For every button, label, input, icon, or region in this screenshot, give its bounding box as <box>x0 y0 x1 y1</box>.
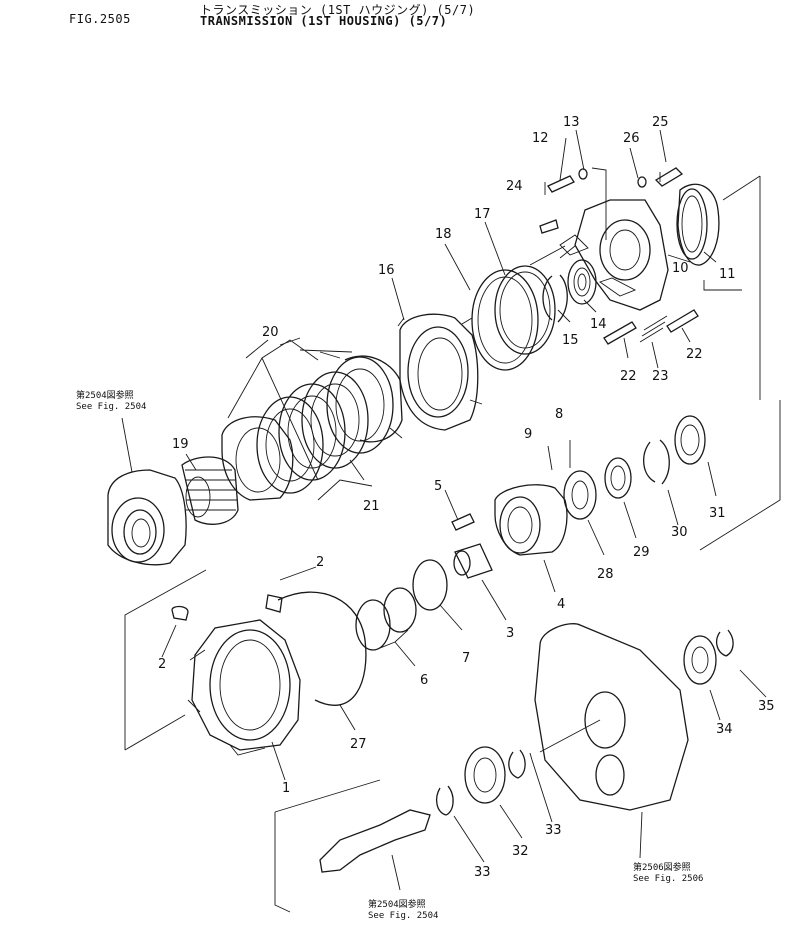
callout-22-left: 22 <box>620 369 637 384</box>
figure-number: FIG.2505 <box>69 12 131 26</box>
callout-32: 32 <box>512 844 529 859</box>
ref-2504-left-jp: 第2504図参照 <box>76 389 134 401</box>
callout-13: 13 <box>563 115 580 130</box>
callout-10: 10 <box>672 261 689 276</box>
callout-17: 17 <box>474 207 491 222</box>
ref-2504-left-en: See Fig. 2504 <box>76 402 146 412</box>
ref-2506-jp: 第2506図参照 <box>633 861 691 873</box>
part-16-piston <box>389 313 483 439</box>
callout-4: 4 <box>557 597 565 612</box>
part-5-plug <box>451 513 475 531</box>
part-10-cover <box>559 199 669 311</box>
callout-9: 9 <box>524 427 532 442</box>
callout-29: 29 <box>633 545 650 560</box>
part-17-18-seal-rings <box>471 265 556 371</box>
part-3-4-sleeve <box>453 484 568 579</box>
bearings-28-31 <box>563 415 706 520</box>
callout-23: 23 <box>652 369 669 384</box>
bolts-top <box>539 167 684 234</box>
callout-27: 27 <box>350 737 367 752</box>
part-6-7-27-seals <box>277 559 448 706</box>
leader-lines <box>121 129 781 913</box>
ref-2506-en: See Fig. 2506 <box>633 874 703 884</box>
figure-references: 第2504図参照 See Fig. 2504 第2506図参照 See Fig.… <box>76 389 703 921</box>
callout-26: 26 <box>623 131 640 146</box>
part-1-housing <box>171 594 301 756</box>
callout-20: 20 <box>262 325 279 340</box>
callout-25: 25 <box>652 115 669 130</box>
callout-14: 14 <box>590 317 607 332</box>
callout-21: 21 <box>363 499 380 514</box>
title-english: TRANSMISSION (1ST HOUSING) (5/7) <box>200 14 448 28</box>
callout-33-bottom: 33 <box>474 865 491 880</box>
callout-numbers: 1 2 2 3 4 5 6 7 8 9 10 11 12 13 14 15 16… <box>158 115 775 880</box>
part-14-15-bearing <box>542 259 597 323</box>
callout-16: 16 <box>378 263 395 278</box>
callout-11: 11 <box>719 267 736 282</box>
callout-3: 3 <box>506 626 514 641</box>
ref-2504-bottom-en: See Fig. 2504 <box>368 911 438 921</box>
callout-34: 34 <box>716 722 733 737</box>
callout-1: 1 <box>282 781 290 796</box>
callout-15: 15 <box>562 333 579 348</box>
callout-5: 5 <box>434 479 442 494</box>
callout-33-right: 33 <box>545 823 562 838</box>
title-japanese: トランスミッション (1ST ハウジング) (5/7) <box>200 3 476 17</box>
callout-8: 8 <box>555 407 563 422</box>
callout-35: 35 <box>758 699 775 714</box>
callout-12: 12 <box>532 131 549 146</box>
callout-24: 24 <box>506 179 523 194</box>
callout-7: 7 <box>462 651 470 666</box>
part-20-21-clutch-plates <box>221 339 403 501</box>
callout-30: 30 <box>671 525 688 540</box>
callout-22-right: 22 <box>686 347 703 362</box>
callout-19: 19 <box>172 437 189 452</box>
callout-31: 31 <box>709 506 726 521</box>
callout-6: 6 <box>420 673 428 688</box>
callout-2-top: 2 <box>316 555 324 570</box>
callout-28: 28 <box>597 567 614 582</box>
part-11-ring <box>676 183 720 266</box>
ref-2504-bottom-jp: 第2504図参照 <box>368 898 426 910</box>
pins-22-23 <box>603 309 699 345</box>
case-and-bearings <box>319 623 734 873</box>
callout-2-left: 2 <box>158 657 166 672</box>
part-19-gear-housing <box>107 456 239 566</box>
callout-18: 18 <box>435 227 452 242</box>
